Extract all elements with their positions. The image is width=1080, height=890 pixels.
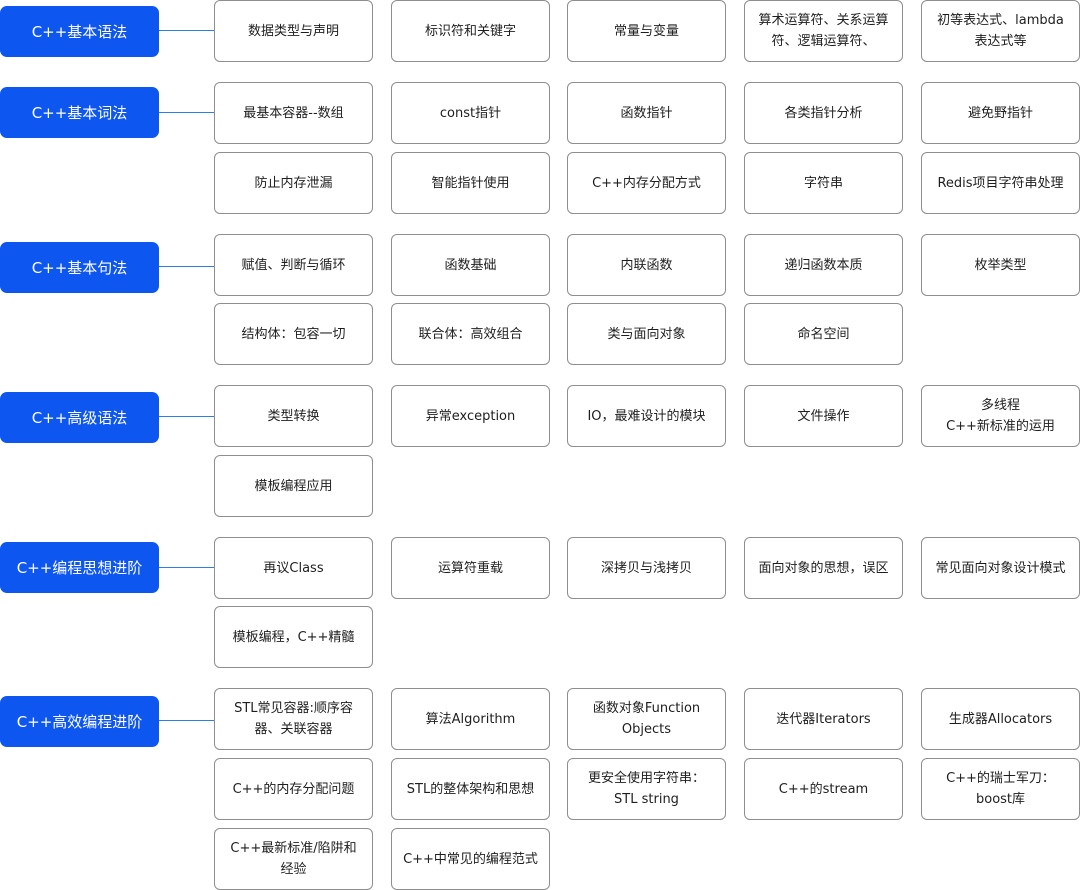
connector-line: [159, 720, 214, 721]
topic-box: C++的stream: [744, 758, 903, 820]
topic-box: Redis项目字符串处理: [921, 152, 1080, 214]
topic-box: 文件操作: [744, 385, 903, 447]
topic-box: C++中常见的编程范式: [391, 828, 550, 890]
topic-box: STL常见容器:顺序容 器、关联容器: [214, 688, 373, 750]
topic-box: 异常exception: [391, 385, 550, 447]
category-efficient-programming: C++高效编程进阶: [0, 696, 159, 747]
connector-line: [159, 30, 214, 31]
topic-box: 结构体：包容一切: [214, 303, 373, 365]
topic-box: 内联函数: [567, 234, 726, 296]
topic-box: const指针: [391, 82, 550, 144]
topic-box: IO，最难设计的模块: [567, 385, 726, 447]
topic-box: 数据类型与声明: [214, 0, 373, 62]
topic-box: 赋值、判断与循环: [214, 234, 373, 296]
connector-line: [159, 266, 214, 267]
topic-box: 迭代器Iterators: [744, 688, 903, 750]
topic-box: 再议Class: [214, 537, 373, 599]
topic-box: C++的内存分配问题: [214, 758, 373, 820]
topic-box: 函数对象Function Objects: [567, 688, 726, 750]
topic-box: 类型转换: [214, 385, 373, 447]
topic-box: 常见面向对象设计模式: [921, 537, 1080, 599]
topic-box: 运算符重载: [391, 537, 550, 599]
topic-box: 生成器Allocators: [921, 688, 1080, 750]
topic-box: C++内存分配方式: [567, 152, 726, 214]
topic-box: 算术运算符、关系运算 符、逻辑运算符、: [744, 0, 903, 62]
topic-box: 各类指针分析: [744, 82, 903, 144]
topic-box: 类与面向对象: [567, 303, 726, 365]
topic-box: 算法Algorithm: [391, 688, 550, 750]
topic-box: 模板编程应用: [214, 455, 373, 517]
category-programming-thinking: C++编程思想进阶: [0, 542, 159, 593]
topic-box: 更安全使用字符串： STL string: [567, 758, 726, 820]
topic-box: 面向对象的思想，误区: [744, 537, 903, 599]
category-basic-sentence: C++基本句法: [0, 242, 159, 293]
topic-box: 函数基础: [391, 234, 550, 296]
topic-box: 智能指针使用: [391, 152, 550, 214]
topic-box: 避免野指针: [921, 82, 1080, 144]
topic-box: 模板编程，C++精髓: [214, 606, 373, 668]
category-basic-lexical: C++基本词法: [0, 87, 159, 138]
topic-box: 命名空间: [744, 303, 903, 365]
topic-box: 字符串: [744, 152, 903, 214]
topic-box: 初等表达式、lambda 表达式等: [921, 0, 1080, 62]
topic-box: 递归函数本质: [744, 234, 903, 296]
topic-box: 联合体：高效组合: [391, 303, 550, 365]
connector-line: [159, 567, 214, 568]
topic-box: 深拷贝与浅拷贝: [567, 537, 726, 599]
topic-box: 常量与变量: [567, 0, 726, 62]
topic-box: 函数指针: [567, 82, 726, 144]
topic-box: C++最新标准/陷阱和 经验: [214, 828, 373, 890]
connector-line: [159, 416, 214, 417]
topic-box: C++的瑞士军刀： boost库: [921, 758, 1080, 820]
topic-box: 枚举类型: [921, 234, 1080, 296]
connector-line: [159, 112, 214, 113]
topic-box: 防止内存泄漏: [214, 152, 373, 214]
topic-box: 多线程 C++新标准的运用: [921, 385, 1080, 447]
topic-box: 最基本容器--数组: [214, 82, 373, 144]
category-advanced-syntax: C++高级语法: [0, 392, 159, 443]
topic-box: STL的整体架构和思想: [391, 758, 550, 820]
topic-box: 标识符和关键字: [391, 0, 550, 62]
category-basic-syntax: C++基本语法: [0, 6, 159, 57]
